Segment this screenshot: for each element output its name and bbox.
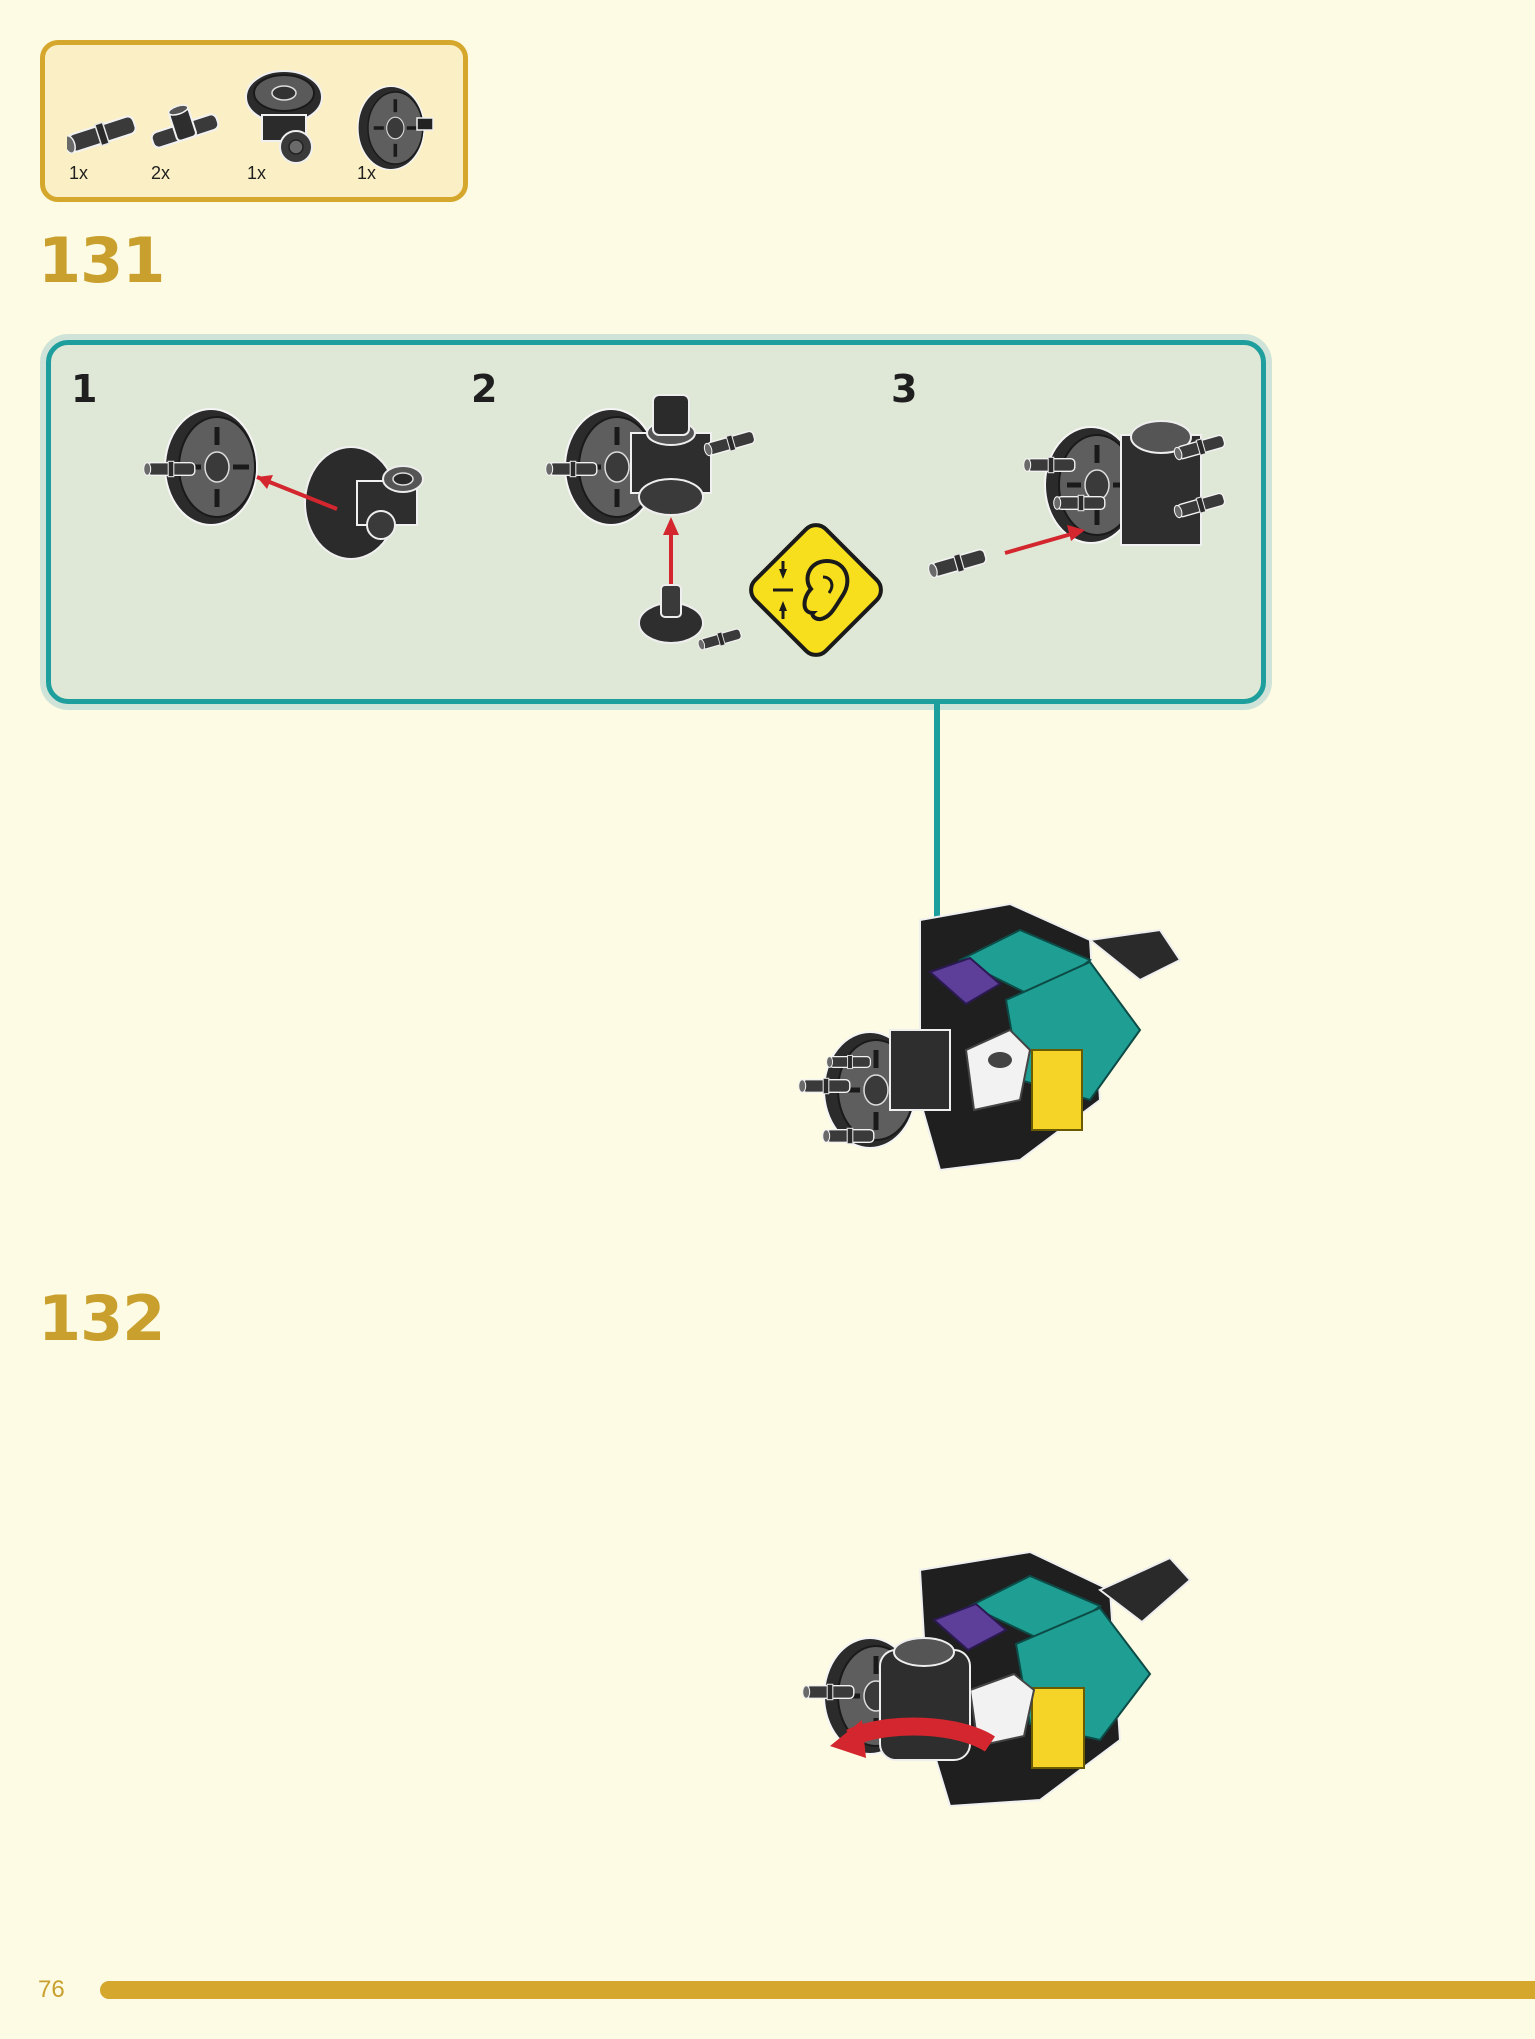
substep-3-illustration [925, 420, 1227, 581]
page-number: 76 [38, 1976, 65, 2003]
axle-pin-icon [67, 112, 137, 158]
pin-connector-icon [150, 104, 220, 149]
step-number-132: 132 [38, 1282, 165, 1355]
listen-for-click-icon [749, 523, 883, 657]
step-number-131: 131 [38, 224, 165, 297]
part-count: 2x [151, 163, 171, 183]
wheel-hub-icon [356, 84, 434, 170]
substep-label-1: 1 [71, 367, 98, 411]
turntable-icon [245, 70, 323, 164]
step-131-model-illustration [798, 902, 1182, 1172]
rotate-arrow [846, 1717, 995, 1752]
substep-1-illustration [142, 385, 424, 560]
assembly-arrow [1004, 531, 1076, 555]
part-count: 1x [69, 163, 89, 183]
footer-bar [100, 1981, 1535, 1999]
assembly-arrow [256, 475, 338, 511]
part-count: 1x [247, 163, 267, 183]
substep-2-illustration [545, 394, 757, 653]
substeps-callout: 1 2 3 [46, 340, 1266, 704]
step-132-model-illustration [802, 1550, 1192, 1808]
part-count: 1x [357, 163, 377, 183]
substep-label-3: 3 [891, 367, 918, 411]
substep-label-2: 2 [471, 367, 498, 411]
parts-list-box: 1x 2x 1x 1x [40, 40, 468, 202]
